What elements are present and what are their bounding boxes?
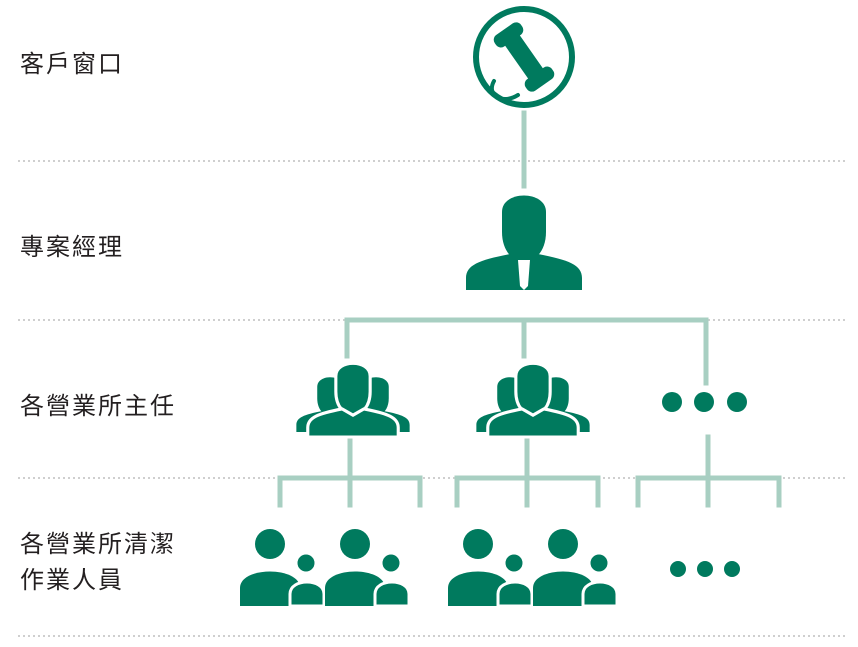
supervisor-group-icon <box>294 361 412 439</box>
supervisor-ellipsis-icon <box>662 392 747 412</box>
row-label-cleaning-staff-line1: 各營業所清潔 <box>20 530 176 558</box>
row-dividers <box>18 160 848 637</box>
row-label-office-supervisors-text: 各營業所主任 <box>20 392 176 420</box>
staff-pair-icon <box>531 527 619 608</box>
businessman-icon <box>466 195 582 290</box>
staff-ellipsis-icon <box>670 561 740 577</box>
connector-lines <box>277 110 782 508</box>
row-label-cleaning-staff: 各營業所清潔 作業人員 <box>20 526 176 598</box>
phone-in-circle-icon <box>473 6 575 108</box>
row-label-client-window-text: 客戶窗口 <box>20 50 124 78</box>
row-label-project-manager: 專案經理 <box>20 229 124 265</box>
row-label-office-supervisors: 各營業所主任 <box>20 388 176 424</box>
staff-pair-icon <box>446 527 534 608</box>
row-label-cleaning-staff-line2: 作業人員 <box>20 566 124 594</box>
row-label-project-manager-text: 專案經理 <box>20 233 124 261</box>
staff-pair-icon <box>323 527 411 608</box>
supervisor-group-icon <box>474 361 592 439</box>
row-label-client-window: 客戶窗口 <box>20 46 124 82</box>
staff-pair-icon <box>238 527 326 608</box>
